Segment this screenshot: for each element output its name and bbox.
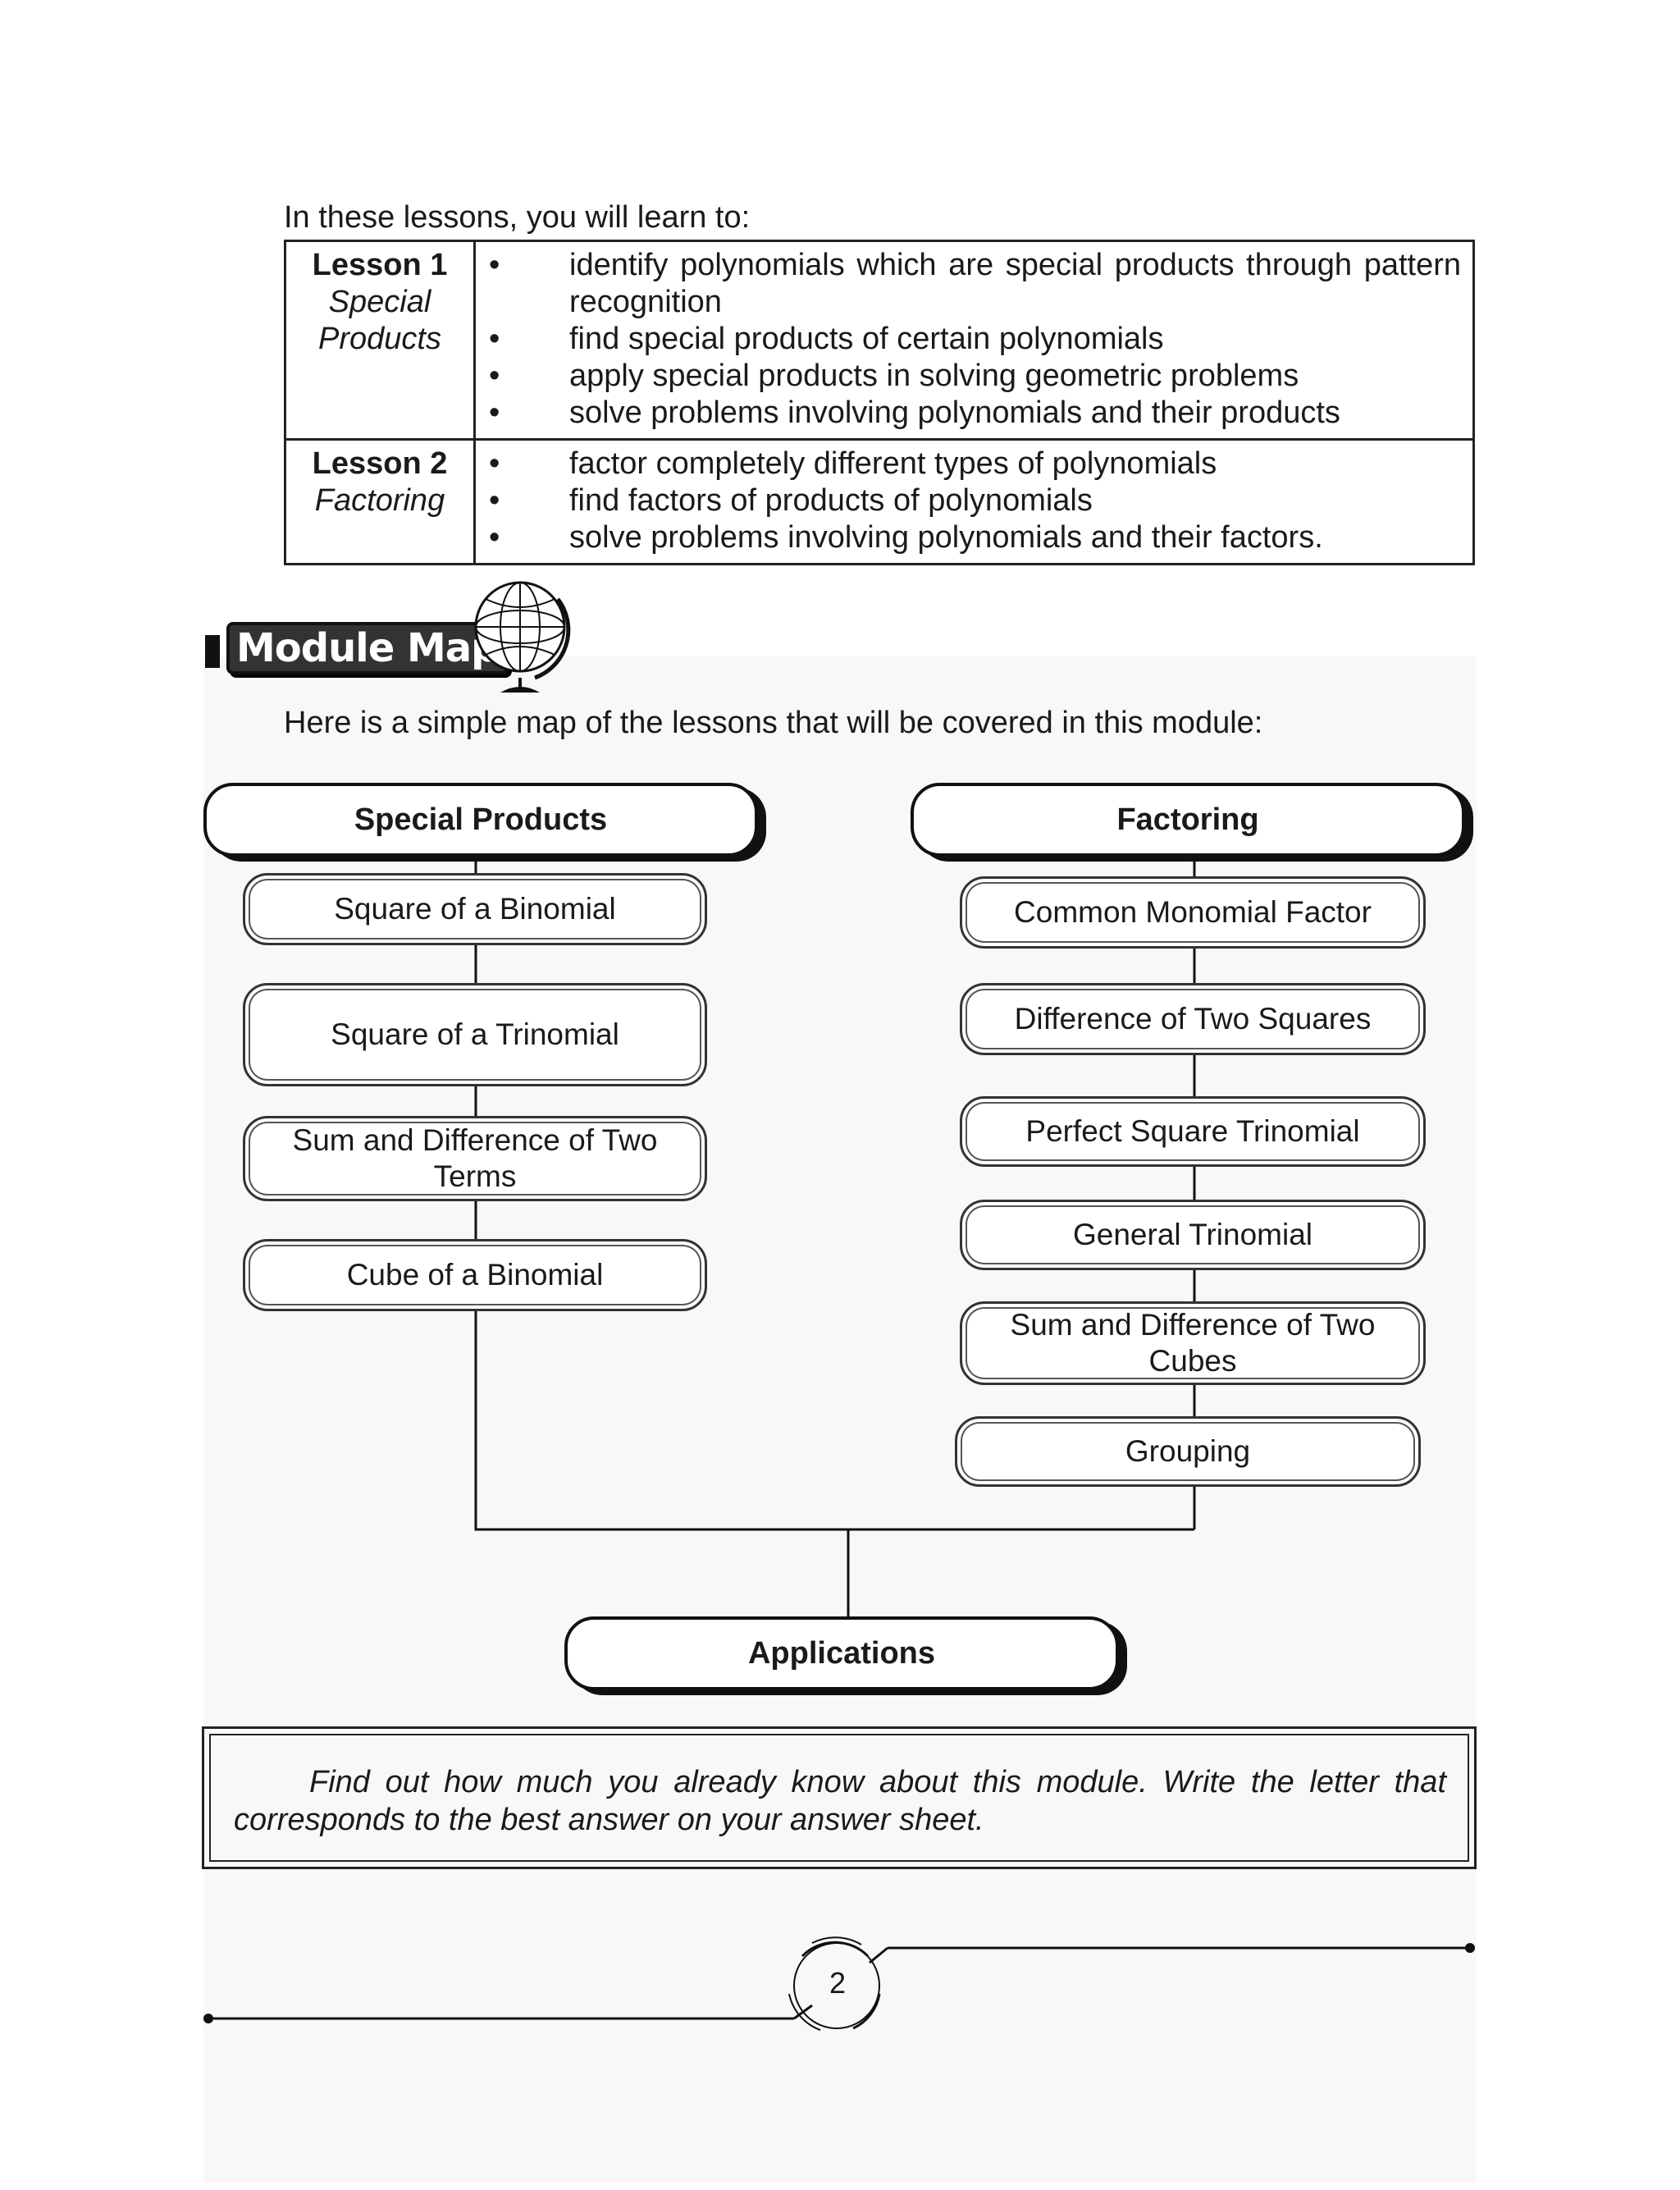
lesson-row: Lesson 2 Factoring factor completely dif… <box>284 438 1475 565</box>
lessons-intro: In these lessons, you will learn to: <box>284 200 751 235</box>
flow-node: Sum and Difference of Two Terms <box>243 1116 707 1201</box>
module-map-intro: Here is a simple map of the lessons that… <box>284 706 1263 740</box>
lesson-title: Special <box>328 285 431 319</box>
flow-node: Perfect Square Trinomial <box>960 1096 1426 1167</box>
lesson-title: Products <box>318 322 441 356</box>
objective-item: find factors of products of polynomials <box>487 482 1461 519</box>
lesson-number: Lesson 1 <box>312 248 448 282</box>
flow-node: General Trinomial <box>960 1200 1426 1270</box>
factoring-heading: Factoring <box>911 783 1465 857</box>
module-map-label: Module Map <box>226 622 509 674</box>
objective-item: apply special products in solving geomet… <box>487 358 1461 395</box>
applications-box: Applications <box>564 1616 1119 1690</box>
objective-item: factor completely different types of pol… <box>487 446 1461 482</box>
objective-item: solve problems involving polynomials and… <box>487 519 1461 556</box>
lesson-objectives-cell: factor completely different types of pol… <box>473 438 1475 565</box>
flow-node: Difference of Two Squares <box>960 983 1426 1055</box>
flow-node: Square of a Trinomial <box>243 983 707 1086</box>
objective-item: identify polynomials which are special p… <box>487 247 1461 321</box>
special-products-heading: Special Products <box>203 783 758 857</box>
lesson-row: Lesson 1 Special Products identify polyn… <box>284 240 1475 441</box>
objectives-list: identify polynomials which are special p… <box>487 247 1461 432</box>
instruction-box: Find out how much you already know about… <box>202 1726 1477 1869</box>
flow-node: Cube of a Binomial <box>243 1239 707 1311</box>
lesson-title-cell: Lesson 2 Factoring <box>284 438 476 565</box>
flow-node: Sum and Difference of Two Cubes <box>960 1301 1426 1385</box>
objective-item: find special products of certain polynom… <box>487 321 1461 358</box>
objectives-list: factor completely different types of pol… <box>487 446 1461 556</box>
flow-node: Square of a Binomial <box>243 873 707 945</box>
flow-node: Grouping <box>955 1416 1421 1487</box>
module-map-bar <box>205 635 220 668</box>
page-number: 2 <box>829 1966 847 2000</box>
lessons-table: Lesson 1 Special Products identify polyn… <box>284 240 1475 565</box>
instruction-text: Find out how much you already know about… <box>209 1734 1469 1862</box>
lesson-title: Factoring <box>314 483 445 518</box>
lesson-title-cell: Lesson 1 Special Products <box>284 240 476 441</box>
objective-item: solve problems involving polynomials and… <box>487 395 1461 432</box>
lesson-number: Lesson 2 <box>312 446 448 481</box>
lesson-objectives-cell: identify polynomials which are special p… <box>473 240 1475 441</box>
globe-icon <box>474 581 571 693</box>
flow-node: Common Monomial Factor <box>960 876 1426 949</box>
